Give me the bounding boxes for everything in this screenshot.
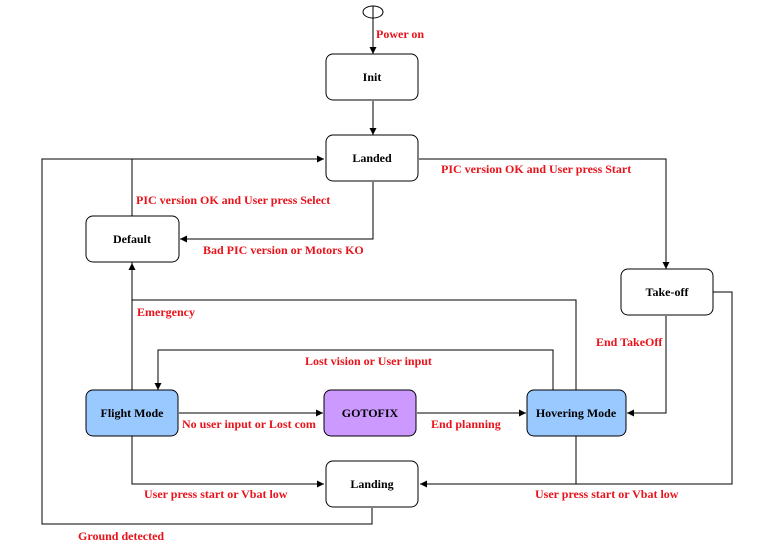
edge-end-takeoff — [627, 316, 667, 417]
label-ground-detected: Ground detected — [78, 529, 164, 543]
label-end-takeoff: End TakeOff — [596, 335, 663, 349]
label-power-on: Power on — [376, 27, 424, 41]
label-bad-pic: Bad PIC version or Motors KO — [203, 243, 364, 257]
state-landed-label: Landed — [352, 151, 392, 165]
state-landing-label: Landing — [350, 477, 393, 491]
label-user-start-vbat-left: User press start or Vbat low — [144, 487, 288, 501]
state-hovering-mode-label: Hovering Mode — [536, 406, 617, 420]
label-no-user-input: No user input or Lost com — [182, 417, 316, 431]
edges — [41, 5, 733, 525]
edge-lost-vision — [154, 349, 554, 390]
label-lost-vision: Lost vision or User input — [305, 354, 432, 368]
label-end-planning: End planning — [431, 417, 501, 431]
state-gotofix[interactable]: GOTOFIX — [323, 389, 417, 437]
edge-ground-detected — [41, 158, 373, 525]
state-takeoff-label: Take-off — [646, 285, 690, 299]
state-takeoff[interactable]: Take-off — [620, 268, 714, 316]
state-gotofix-label: GOTOFIX — [342, 406, 399, 420]
state-default-label: Default — [113, 232, 151, 246]
label-emergency: Emergency — [137, 305, 195, 319]
edge-landed-takeoff — [419, 158, 670, 269]
edge-landed-default — [180, 182, 374, 243]
edge-flight-landing — [131, 436, 324, 488]
state-landed[interactable]: Landed — [325, 134, 419, 182]
state-hovering-mode[interactable]: Hovering Mode — [526, 389, 627, 437]
state-default[interactable]: Default — [85, 215, 180, 263]
state-flight-mode[interactable]: Flight Mode — [85, 389, 179, 437]
label-pic-ok-start: PIC version OK and User press Start — [441, 162, 631, 176]
label-user-start-vbat-right: User press start or Vbat low — [535, 487, 679, 501]
state-init-label: Init — [363, 70, 382, 84]
state-flight-mode-label: Flight Mode — [101, 406, 165, 420]
state-landing[interactable]: Landing — [325, 460, 419, 508]
state-init[interactable]: Init — [325, 53, 419, 101]
edge-emergency — [128, 263, 577, 390]
label-pic-ok-select: PIC version OK and User press Select — [136, 193, 330, 207]
edge-takeoff-landing — [420, 291, 733, 488]
